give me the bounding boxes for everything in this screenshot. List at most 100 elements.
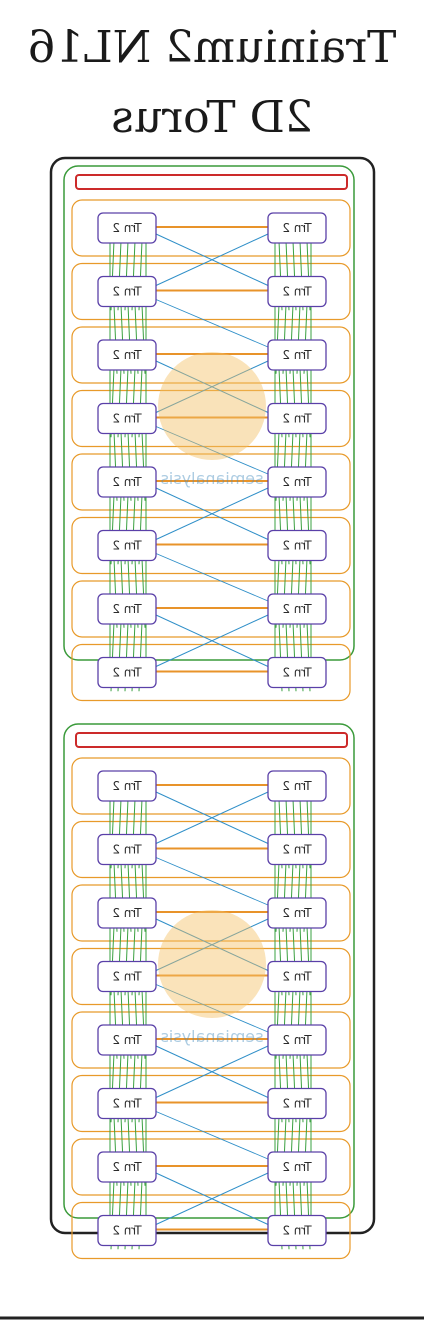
chip-label: Trn 2 <box>112 221 142 235</box>
chip-label: Trn 2 <box>282 602 312 616</box>
chip-box <box>267 1087 327 1120</box>
rack-border <box>63 165 355 661</box>
chip-trn2: Trn 2 <box>97 1087 157 1120</box>
chip-label: Trn 2 <box>112 970 142 984</box>
chip-box <box>267 212 327 244</box>
chip-box <box>97 1024 157 1056</box>
chip-label: Trn 2 <box>112 602 142 616</box>
chip-label: Trn 2 <box>112 666 142 680</box>
chip-trn2: Trn 2 <box>267 770 327 802</box>
chip-label: Trn 2 <box>282 666 312 680</box>
cross-link <box>155 1111 269 1160</box>
title-line-2: 2D Torus <box>111 92 313 143</box>
chip-label: Trn 2 <box>282 906 312 920</box>
cross-link <box>155 791 269 844</box>
chip-trn2: Trn 2 <box>267 897 327 929</box>
system-outer-border <box>49 156 376 1235</box>
chip-box <box>97 897 157 929</box>
cross-link <box>155 426 269 475</box>
chip-box <box>267 529 327 562</box>
cross-link <box>155 984 269 1033</box>
chip-box <box>267 402 327 435</box>
chip-trn2: Trn 2 <box>97 212 157 244</box>
chip-box <box>97 770 157 802</box>
chip-trn2: Trn 2 <box>267 656 327 689</box>
chip-label: Trn 2 <box>282 1224 312 1238</box>
chip-trn2: Trn 2 <box>97 833 157 866</box>
semianalysis-watermark: semianalysis <box>158 352 266 488</box>
chip-label: Trn 2 <box>282 539 312 553</box>
torus-links <box>109 784 312 1250</box>
chip-box <box>97 593 157 625</box>
node-row <box>71 1138 351 1196</box>
chip-label: Trn 2 <box>282 221 312 235</box>
node-row <box>71 199 351 257</box>
chip-trn2: Trn 2 <box>267 1087 327 1120</box>
chip-label: Trn 2 <box>112 906 142 920</box>
chip-trn2: Trn 2 <box>267 212 327 244</box>
chip-trn2: Trn 2 <box>97 529 157 562</box>
semianalysis-watermark: semianalysis <box>158 910 266 1046</box>
chip-label: Trn 2 <box>112 1224 142 1238</box>
chip-trn2: Trn 2 <box>267 1214 327 1247</box>
watermark-circle <box>158 910 266 1018</box>
chip-trn2: Trn 2 <box>267 593 327 625</box>
node-row <box>71 389 351 448</box>
chip-trn2: Trn 2 <box>267 466 327 498</box>
chip-box <box>97 960 157 993</box>
chip-box <box>97 402 157 435</box>
chip-trn2: Trn 2 <box>97 770 157 802</box>
chip-trn2: Trn 2 <box>97 593 157 625</box>
chip-box <box>267 275 327 308</box>
chip-trn2: Trn 2 <box>97 1151 157 1183</box>
cross-link <box>155 1172 269 1225</box>
chip-label: Trn 2 <box>112 779 142 793</box>
node-row <box>71 1011 351 1069</box>
chip-label: Trn 2 <box>282 412 312 426</box>
chip-box <box>267 770 327 802</box>
chip-label: Trn 2 <box>282 970 312 984</box>
chip-box <box>97 1214 157 1247</box>
chip-trn2: Trn 2 <box>97 960 157 993</box>
node-row <box>71 262 351 321</box>
chip-box <box>267 656 327 689</box>
cross-link <box>155 360 269 413</box>
chip-box <box>267 1024 327 1056</box>
chip-label: Trn 2 <box>282 779 312 793</box>
cross-link <box>155 857 269 906</box>
chip-box <box>267 339 327 371</box>
chip-trn2: Trn 2 <box>267 529 327 562</box>
chip-label: Trn 2 <box>112 843 142 857</box>
chip-box <box>97 1151 157 1183</box>
chip-box <box>267 466 327 498</box>
chip-label: Trn 2 <box>282 1033 312 1047</box>
node-row <box>71 757 351 815</box>
chip-box <box>97 212 157 244</box>
node-row <box>71 580 351 638</box>
chip-box <box>97 833 157 866</box>
watermark-text: semianalysis <box>161 1027 264 1046</box>
cross-link <box>155 918 269 971</box>
chip-box <box>267 897 327 929</box>
chip-label: Trn 2 <box>282 843 312 857</box>
node-row <box>71 453 351 511</box>
title-line-1: Trainium2 NL16 <box>28 22 397 73</box>
chip-label: Trn 2 <box>282 285 312 299</box>
watermark-circle <box>158 352 266 460</box>
cross-link <box>155 1045 269 1098</box>
node-row <box>71 820 351 879</box>
chip-trn2: Trn 2 <box>97 1024 157 1056</box>
chip-trn2: Trn 2 <box>267 1151 327 1183</box>
chip-trn2: Trn 2 <box>97 1214 157 1247</box>
chip-trn2: Trn 2 <box>97 275 157 308</box>
chip-box <box>97 466 157 498</box>
node-row <box>71 643 351 702</box>
cross-link <box>155 233 269 286</box>
node-row <box>71 516 351 575</box>
chip-trn2: Trn 2 <box>267 1024 327 1056</box>
chip-label: Trn 2 <box>282 348 312 362</box>
